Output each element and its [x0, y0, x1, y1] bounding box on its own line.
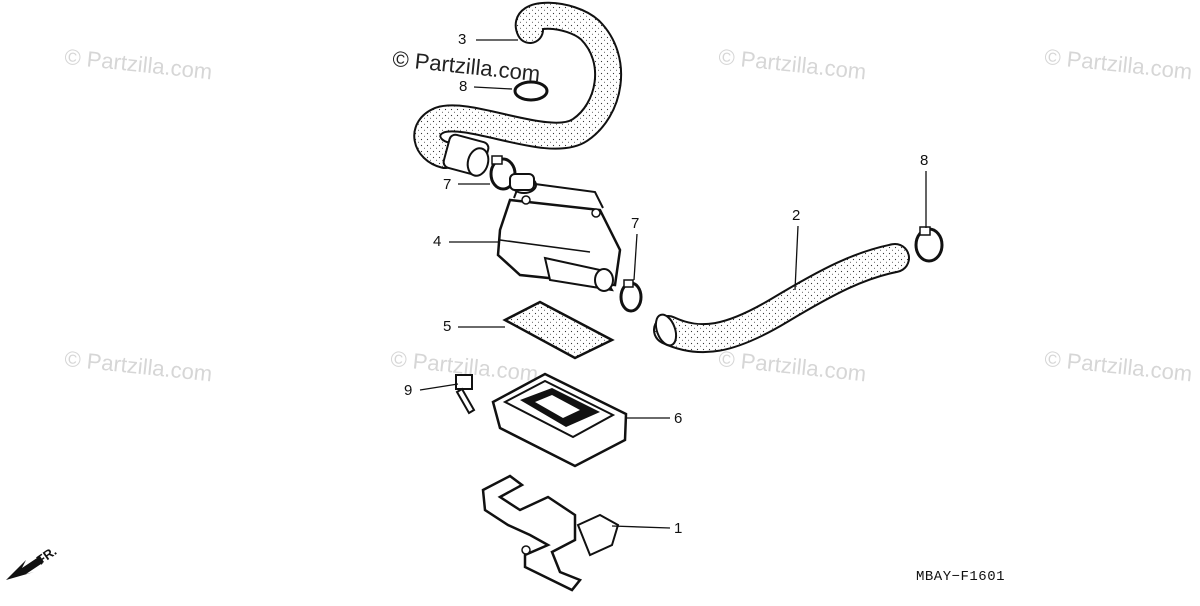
- callout-1: 1: [674, 520, 683, 537]
- bolt: [455, 374, 476, 415]
- callout-4: 4: [433, 233, 442, 250]
- callout-2: 2: [792, 207, 801, 224]
- callout-8-upper: 8: [459, 78, 468, 95]
- callout-9: 9: [404, 382, 413, 399]
- callout-8-right: 8: [920, 152, 929, 169]
- callout-7-right: 7: [631, 215, 640, 232]
- callout-7-left: 7: [443, 176, 452, 193]
- hose-upper: [413, 1, 623, 177]
- hose-lower: [653, 243, 910, 354]
- hose-clamp-far: [914, 226, 944, 263]
- hose-clamp-upper: [513, 80, 549, 102]
- callout-3: 3: [458, 31, 467, 48]
- air-valve: [496, 173, 622, 292]
- hose-clamp-right: [619, 279, 643, 313]
- callout-5: 5: [443, 318, 452, 335]
- callout-6: 6: [674, 410, 683, 427]
- filter-gasket: [502, 300, 615, 360]
- front-direction-arrow: [6, 556, 44, 580]
- diagram-code: MBAY−F1601: [916, 569, 1006, 585]
- leader-lines: [419, 39, 927, 529]
- filter-case: [491, 372, 628, 468]
- bracket: [481, 474, 620, 592]
